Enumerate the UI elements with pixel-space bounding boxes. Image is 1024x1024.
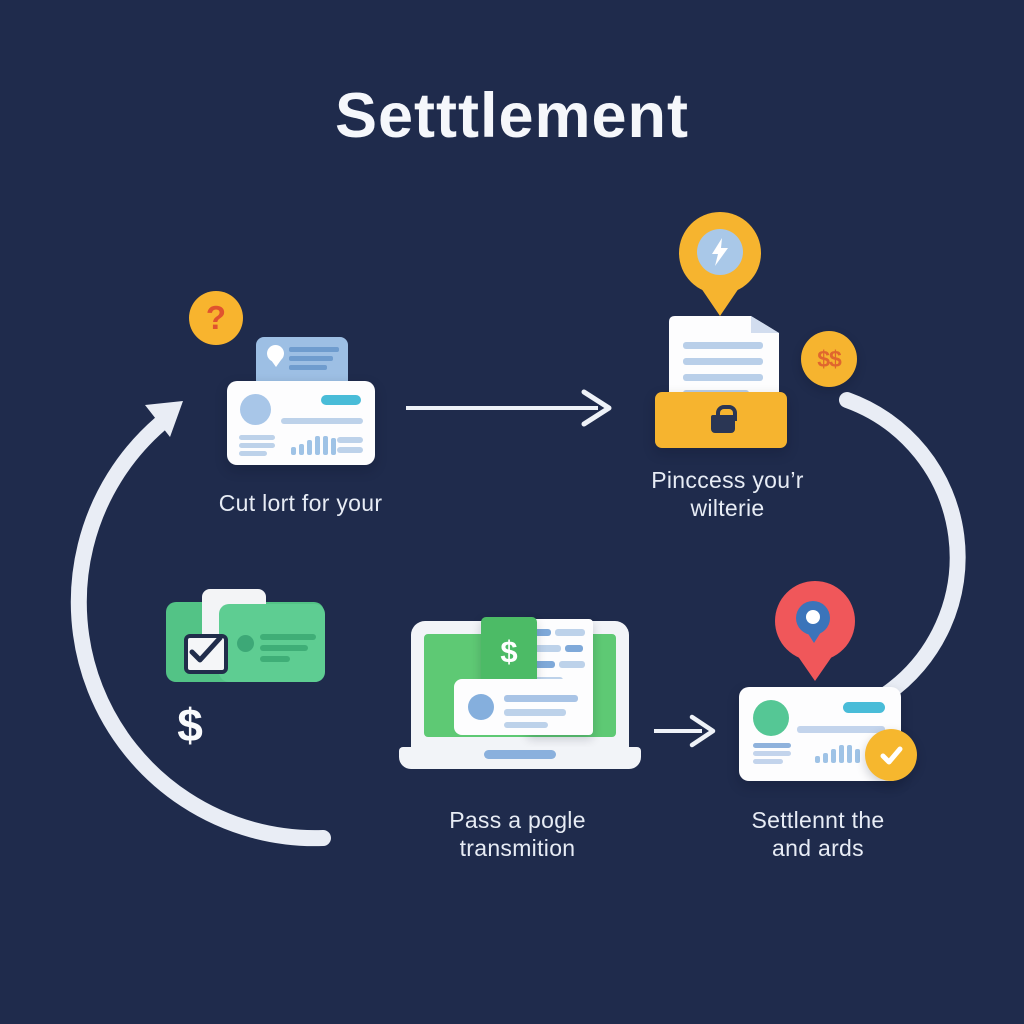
cycle-arrow-right — [839, 392, 966, 703]
step5-label: Settlennt the and ards — [751, 807, 885, 861]
coin-glyph: $$ — [817, 345, 842, 372]
step4-label: Pass a pogle transmition — [449, 807, 586, 861]
lightning-circle — [697, 229, 743, 275]
settlement-card-icon — [739, 687, 917, 781]
price-tag-icon: $ — [481, 617, 537, 687]
flow-arrow-step1-step2 — [406, 389, 612, 427]
coin-dot-icon — [237, 635, 254, 652]
question-badge-icon: ? — [189, 291, 243, 345]
cycle-arrow-left-head — [145, 401, 183, 437]
step1-label: Cut lort for your — [218, 490, 383, 516]
cycle-arrow-left — [70, 416, 331, 847]
checkbox-icon — [184, 634, 228, 674]
step3-cashcards-group — [160, 585, 340, 695]
coin-icon: $$ — [801, 331, 857, 387]
step5-settlement-group — [730, 575, 930, 795]
flow-arrow-step4-step5 — [654, 714, 716, 748]
laptop-base — [399, 747, 641, 769]
mini-bar-chart — [291, 433, 336, 455]
folder-tray-icon — [655, 392, 787, 448]
lightning-bolt-icon — [712, 238, 728, 266]
step2-label: Pinccess you’r wilterie — [651, 467, 804, 521]
dollar-sign: $ — [177, 699, 203, 751]
tag-dollar-glyph: $ — [500, 634, 518, 669]
mini-bar-chart — [815, 741, 860, 763]
question-glyph: ? — [205, 299, 227, 336]
payment-card-icon — [454, 679, 590, 735]
step2-process-group: $$ — [650, 208, 880, 458]
id-card-icon — [227, 381, 375, 465]
pin-dot — [267, 345, 284, 362]
laptop-notch — [484, 750, 556, 759]
step4-laptop-group: $ — [395, 610, 645, 780]
page-title: Setttlement — [334, 81, 690, 151]
shopping-bag-icon — [711, 415, 735, 433]
step1-idcard-group: ? — [170, 285, 390, 475]
avatar-circle — [240, 394, 271, 425]
checkmark-badge-icon — [865, 729, 917, 781]
green-card-front-icon — [219, 604, 325, 682]
avatar-circle-green — [753, 700, 789, 736]
